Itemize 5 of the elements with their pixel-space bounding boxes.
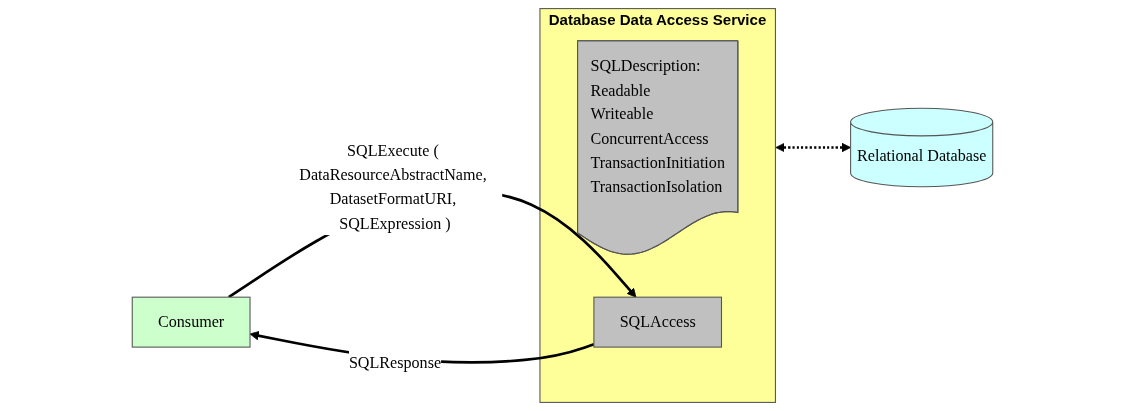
node-box: Consumer (131, 296, 251, 348)
edge-label: SQLResponse (348, 354, 442, 372)
edge-label: SQLExecute ( DataResourceAbstractName, DatasetFormatURI, SQLExpression ) (299, 141, 487, 232)
node-box: SQLAccess (593, 296, 723, 348)
arrow (775, 142, 852, 153)
